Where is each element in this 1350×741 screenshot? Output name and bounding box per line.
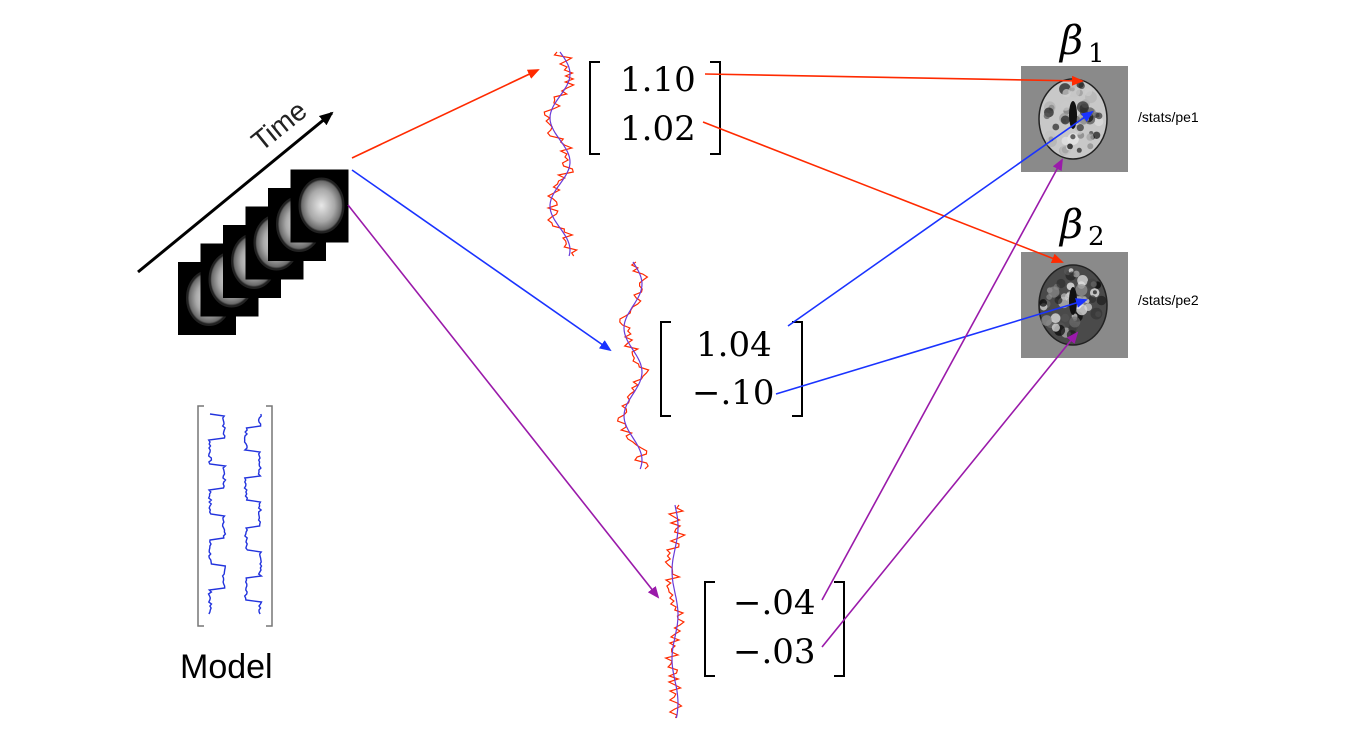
map-blob (1086, 133, 1094, 141)
vector-1-right-bracket (710, 61, 721, 155)
map-blob (1086, 278, 1098, 289)
map-blob (1060, 115, 1070, 125)
map-blob (1048, 286, 1060, 298)
map-blob (1079, 330, 1089, 340)
map-blob (1076, 147, 1082, 153)
voxel-1-beta-vector: 1.10 1.02 (589, 60, 721, 155)
map-blob (1050, 313, 1061, 324)
vector-1-left-bracket (589, 61, 600, 155)
beta-2-path-label: /stats/pe2 (1138, 292, 1199, 308)
voxel-2-beta-vector: 1.04 −.10 (660, 321, 803, 417)
beta-2-brain-slice (1038, 264, 1108, 346)
map-blob (1087, 143, 1094, 150)
map-blob (1072, 270, 1080, 278)
map-blob (1044, 130, 1056, 141)
map-blob (1090, 307, 1103, 320)
model-label: Model (180, 648, 273, 686)
map-blob (1062, 89, 1071, 98)
map-blob (1096, 295, 1107, 306)
map-blob (1041, 315, 1053, 326)
map-blob (1077, 275, 1088, 286)
observed-trace (663, 504, 687, 719)
fmri-volume-stack (178, 169, 349, 335)
voxel-3-timeseries (663, 504, 687, 719)
fitted-trace (549, 51, 571, 257)
beta-1-path-label: /stats/pe1 (1138, 109, 1199, 125)
map-blob (1073, 316, 1078, 321)
beta-2-symbol: β (1058, 202, 1083, 248)
map-blob (1092, 290, 1097, 295)
time-label: Time (246, 94, 313, 157)
voxel-1-arrow (351, 69, 540, 159)
map-blob (1043, 112, 1051, 120)
beta-3-2-arrow (821, 331, 1079, 648)
beta-1-brain-slice (1038, 78, 1108, 160)
voxel-3-arrow (347, 204, 660, 599)
design-matrix (197, 405, 273, 627)
beta-1-symbol: β (1058, 18, 1083, 64)
design-matrix-right-bracket (266, 405, 273, 627)
map-blob (1092, 131, 1101, 139)
regressor-2-trace (243, 413, 264, 615)
beta-1-1-arrow (704, 73, 1084, 86)
vector-3-right-bracket (834, 581, 845, 677)
map-blob (1076, 124, 1084, 132)
vector-1-value-1: 1.10 (620, 60, 696, 100)
map-blob (1060, 293, 1068, 300)
fmri-volume (290, 169, 349, 243)
map-blob (1088, 295, 1097, 303)
vector-3-left-bracket (704, 581, 715, 677)
vector-2-value-2: −.10 (692, 373, 775, 413)
map-blob (1067, 143, 1073, 150)
regressor-1-trace (207, 413, 228, 615)
design-matrix-left-bracket (197, 405, 204, 627)
map-blob (1075, 284, 1088, 296)
time-axis-arrow (137, 111, 334, 274)
beta-2-subscript: 2 (1088, 222, 1105, 252)
ventricle (1069, 287, 1077, 315)
map-blob (1052, 123, 1060, 131)
beta-2-1-arrow (787, 110, 1094, 327)
brain-outline (298, 177, 345, 234)
map-blob (1095, 112, 1103, 120)
vector-3-value-2: −.03 (733, 632, 816, 672)
beta-1-2-arrow (702, 121, 1064, 264)
vector-2-right-bracket (792, 321, 803, 417)
vector-3-value-1: −.04 (733, 583, 816, 623)
vector-2-left-bracket (660, 321, 671, 417)
map-blob (1084, 303, 1093, 311)
map-blob (1079, 108, 1088, 116)
voxel-3-beta-vector: −.04 −.03 (704, 581, 845, 677)
map-blob (1060, 101, 1071, 111)
map-blob (1069, 316, 1081, 328)
beta-2-2-arrow (775, 298, 1088, 395)
map-blob (1056, 278, 1066, 289)
vector-1-value-2: 1.02 (620, 109, 696, 149)
map-blob (1084, 88, 1093, 97)
beta-3-1-arrow (821, 158, 1063, 601)
voxel-1-timeseries (543, 51, 579, 257)
vector-2-value-1: 1.04 (696, 325, 772, 365)
beta-2-map: β 2 /stats/pe2 (1021, 202, 1199, 358)
map-blob (1069, 81, 1077, 89)
voxel-2-timeseries (616, 261, 650, 470)
fitted-trace (623, 261, 643, 470)
ventricle (1069, 101, 1077, 129)
map-blob (1054, 296, 1063, 305)
beta-1-map: β 1 /stats/pe1 (1021, 18, 1199, 172)
map-blob (1094, 116, 1104, 127)
beta-1-subscript: 1 (1088, 39, 1105, 69)
map-blob (1039, 299, 1047, 307)
observed-trace (543, 51, 579, 257)
voxel-2-arrow (351, 169, 612, 352)
map-blob (1051, 323, 1060, 332)
fitted-trace (671, 504, 679, 719)
brain-slice (299, 178, 344, 233)
map-blob (1069, 271, 1075, 277)
map-blob (1070, 134, 1076, 140)
map-blob (1061, 313, 1070, 322)
observed-trace (616, 261, 650, 470)
map-blob (1061, 136, 1070, 146)
